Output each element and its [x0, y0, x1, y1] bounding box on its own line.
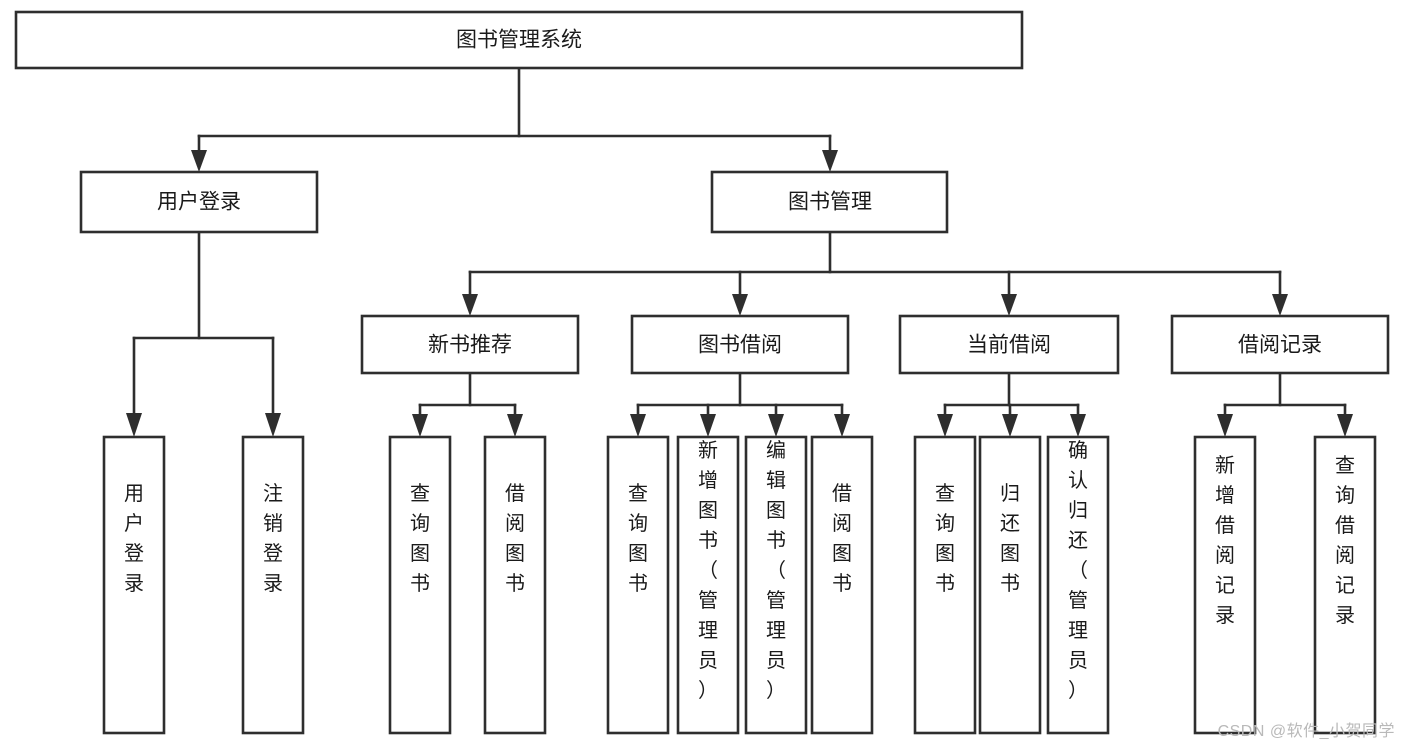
leaf-current-borrow-3-label: 确认归还（管理员）	[1068, 439, 1088, 702]
node-borrow-record[interactable]: 借阅记录	[1170, 314, 1390, 375]
arrow-head-cb-leaf-1	[937, 414, 953, 437]
leaf-book-borrow-2[interactable]: 新增图书（管理员）	[676, 435, 740, 735]
arrow-head-to-borrow-record	[1272, 294, 1288, 316]
leaf-current-borrow-1-label: 查询图书	[935, 482, 955, 595]
leaf-user-login-1[interactable]: 用户登录	[102, 435, 166, 735]
node-user-login-label: 用户登录	[157, 191, 241, 214]
watermark-text: CSDN @软件_小贺同学	[1217, 723, 1395, 740]
node-new-book-recommend-label: 新书推荐	[428, 334, 512, 357]
leaf-current-borrow-2-box[interactable]	[978, 435, 1042, 735]
node-borrow-record-box[interactable]	[1170, 314, 1390, 375]
arrow-head-to-new-book-recommend	[462, 294, 478, 316]
leaf-book-borrow-3-box[interactable]	[744, 435, 808, 735]
leaf-current-borrow-1-box[interactable]	[913, 435, 977, 735]
leaf-book-borrow-1-box[interactable]	[606, 435, 670, 735]
leaf-current-borrow-2-label: 归还图书	[1000, 482, 1020, 595]
leaf-borrow-record-2-box[interactable]	[1313, 435, 1377, 735]
connectors-user-login-to-leaves	[126, 230, 281, 437]
leaf-new-book-recommend-2[interactable]: 借阅图书	[483, 435, 547, 735]
leaf-user-login-2[interactable]: 注销登录	[241, 435, 305, 735]
arrow-head-bb-leaf-4	[834, 414, 850, 437]
connectors-new-book-recommend-to-leaves	[412, 371, 523, 437]
node-borrow-record-label: 借阅记录	[1238, 334, 1322, 357]
node-book-manage-box[interactable]	[710, 170, 949, 234]
leaf-book-borrow-4[interactable]: 借阅图书	[810, 435, 874, 735]
node-root-box[interactable]	[14, 10, 1024, 70]
node-current-borrow-label: 当前借阅	[967, 334, 1051, 357]
arrow-head-bb-leaf-1	[630, 414, 646, 437]
leaf-book-borrow-4-box[interactable]	[810, 435, 874, 735]
node-book-manage[interactable]: 图书管理	[710, 170, 949, 234]
arrow-head-to-book-borrow	[732, 294, 748, 316]
leaf-borrow-record-2-label: 查询借阅记录	[1335, 454, 1355, 627]
leaf-borrow-record-2[interactable]: 查询借阅记录	[1313, 435, 1377, 735]
connectors-current-borrow-to-leaves	[937, 371, 1086, 437]
leaf-user-login-2-label: 注销登录	[263, 482, 283, 595]
node-new-book-recommend-box[interactable]	[360, 314, 580, 375]
connectors-borrow-record-to-leaves	[1217, 371, 1353, 437]
node-root[interactable]: 图书管理系统	[14, 10, 1024, 70]
leaf-book-borrow-4-label: 借阅图书	[832, 482, 852, 595]
node-new-book-recommend[interactable]: 新书推荐	[360, 314, 580, 375]
node-book-manage-label: 图书管理	[788, 191, 872, 214]
leaf-book-borrow-2-label: 新增图书（管理员）	[698, 439, 718, 702]
leaf-new-book-recommend-1-label: 查询图书	[410, 482, 430, 595]
arrow-head-root-to-book-manage	[822, 150, 838, 172]
leaf-current-borrow-3[interactable]: 确认归还（管理员）	[1046, 435, 1110, 735]
connectors-book-borrow-to-leaves	[630, 371, 850, 437]
leaf-new-book-recommend-2-label: 借阅图书	[505, 482, 525, 595]
leaf-user-login-1-label: 用户登录	[124, 483, 144, 595]
node-current-borrow[interactable]: 当前借阅	[898, 314, 1120, 375]
arrow-head-bb-leaf-2	[700, 414, 716, 437]
arrow-head-nbr-leaf-1	[412, 414, 428, 437]
connectors-book-manage-to-level3	[462, 230, 1288, 316]
arrow-head-user-login-leaf-1	[126, 413, 142, 437]
leaf-current-borrow-3-box[interactable]	[1046, 435, 1110, 735]
arrow-head-cb-leaf-3	[1070, 414, 1086, 437]
node-root-label: 图书管理系统	[456, 29, 582, 52]
leaf-borrow-record-1-label: 新增借阅记录	[1215, 454, 1235, 627]
leaf-new-book-recommend-1-box[interactable]	[388, 435, 452, 735]
arrow-head-nbr-leaf-2	[507, 414, 523, 437]
leaf-book-borrow-1-label: 查询图书	[628, 482, 648, 595]
arrow-head-to-current-borrow	[1001, 294, 1017, 316]
node-user-login-box[interactable]	[79, 170, 319, 234]
leaf-current-borrow-2[interactable]: 归还图书	[978, 435, 1042, 735]
arrow-head-bb-leaf-3	[768, 414, 784, 437]
node-book-borrow[interactable]: 图书借阅	[630, 314, 850, 375]
arrow-head-br-leaf-2	[1337, 414, 1353, 437]
leaf-user-login-2-box[interactable]	[241, 435, 305, 735]
leaf-book-borrow-2-box[interactable]	[676, 435, 740, 735]
leaf-new-book-recommend-1[interactable]: 查询图书	[388, 435, 452, 735]
node-user-login[interactable]: 用户登录	[79, 170, 319, 234]
leaf-current-borrow-1[interactable]: 查询图书	[913, 435, 977, 735]
arrow-head-user-login-leaf-2	[265, 413, 281, 437]
arrow-head-br-leaf-1	[1217, 414, 1233, 437]
leaf-new-book-recommend-2-box[interactable]	[483, 435, 547, 735]
leaf-borrow-record-1-box[interactable]	[1193, 435, 1257, 735]
leaf-user-login-1-box[interactable]	[102, 435, 166, 735]
node-book-borrow-label: 图书借阅	[698, 334, 782, 357]
leaf-book-borrow-3[interactable]: 编辑图书（管理员）	[744, 435, 808, 735]
leaf-borrow-record-1[interactable]: 新增借阅记录	[1193, 435, 1257, 735]
node-current-borrow-box[interactable]	[898, 314, 1120, 375]
connectors-root-to-level2	[191, 66, 838, 172]
node-book-borrow-box[interactable]	[630, 314, 850, 375]
arrow-head-cb-leaf-2	[1002, 414, 1018, 437]
leaf-book-borrow-3-label: 编辑图书（管理员）	[766, 439, 786, 702]
leaf-book-borrow-1[interactable]: 查询图书	[606, 435, 670, 735]
arrow-head-root-to-user-login	[191, 150, 207, 172]
